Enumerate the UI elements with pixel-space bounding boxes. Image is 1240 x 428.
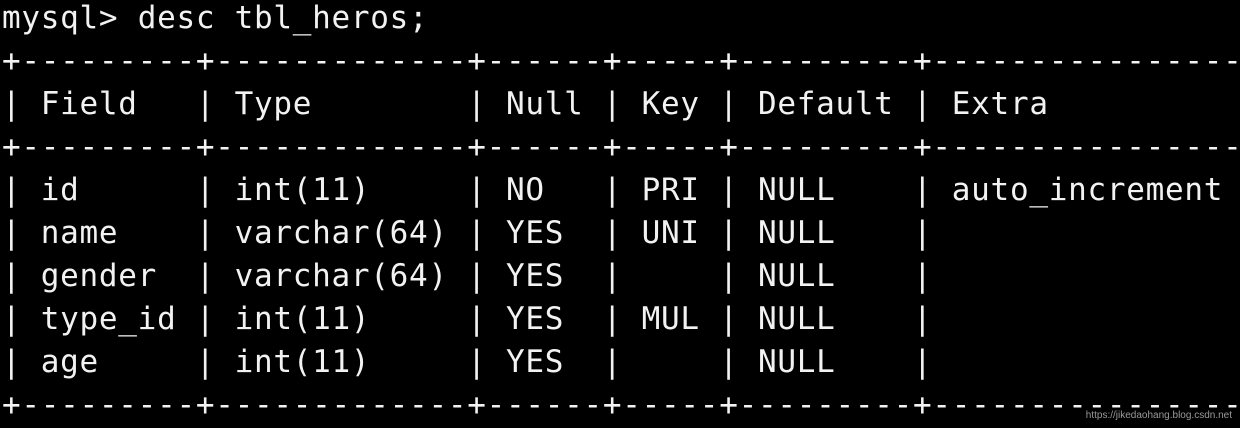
table-row: | name | varchar(64) | YES | UNI | NULL … bbox=[2, 215, 1240, 251]
watermark-text: https://jikedaohang.blog.csdn.net bbox=[1085, 410, 1232, 421]
table-row: | id | int(11) | NO | PRI | NULL | auto_… bbox=[2, 172, 1240, 208]
table-header-row: | Field | Type | Null | Key | Default | … bbox=[2, 86, 1240, 122]
table-separator-top: +---------+-------------+------+-----+--… bbox=[2, 43, 1240, 79]
mysql-prompt: mysql> bbox=[2, 0, 138, 36]
table-separator-mid: +---------+-------------+------+-----+--… bbox=[2, 129, 1240, 165]
table-row: | gender | varchar(64) | YES | | NULL | … bbox=[2, 258, 1240, 294]
command-line: mysql> desc tbl_heros; bbox=[2, 0, 1240, 40]
table-row: | type_id | int(11) | YES | MUL | NULL |… bbox=[2, 301, 1240, 337]
command-text: desc tbl_heros; bbox=[137, 0, 429, 36]
table-row: | age | int(11) | YES | | NULL | | bbox=[2, 344, 1240, 380]
table-separator-bottom: +---------+-------------+------+-----+--… bbox=[2, 387, 1240, 423]
